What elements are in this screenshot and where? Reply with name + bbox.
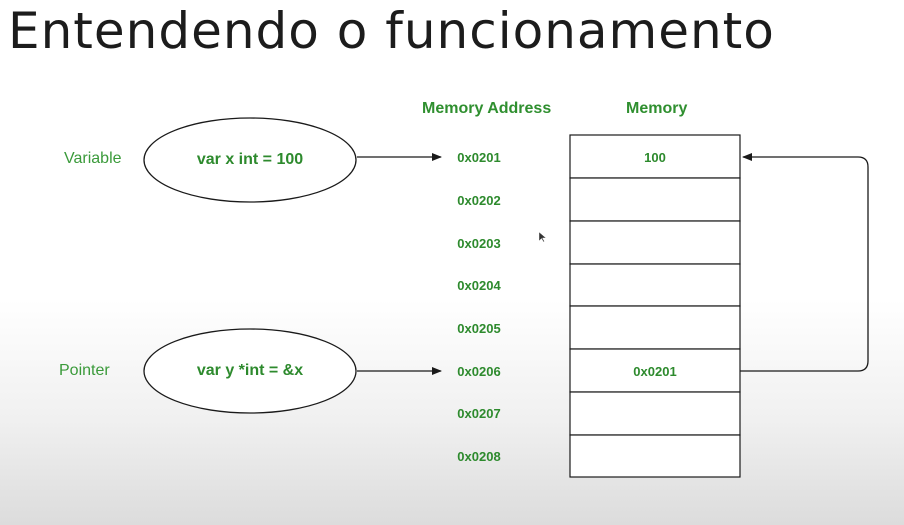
- address-label: 0x0203: [457, 236, 501, 251]
- memory-table: [569, 134, 741, 478]
- memory-header: Memory: [626, 100, 688, 117]
- address-label: 0x0204: [457, 278, 501, 293]
- variable-label: Variable: [64, 150, 122, 167]
- memory-cell: [569, 134, 741, 179]
- address-label: 0x0201: [457, 150, 501, 165]
- memory-address-header: Memory Address: [422, 100, 552, 117]
- memory-cell: [569, 391, 741, 436]
- pointer-reference-arrow: [740, 153, 869, 372]
- address-label: 0x0202: [457, 193, 501, 208]
- memory-cell: [569, 434, 741, 478]
- pointer-label: Pointer: [59, 362, 110, 379]
- memory-cell: [569, 220, 741, 265]
- address-label: 0x0207: [457, 406, 501, 421]
- address-label: 0x0208: [457, 449, 501, 464]
- memory-cell: [569, 305, 741, 350]
- memory-cell: [569, 263, 741, 307]
- pointer-ellipse: [143, 328, 357, 414]
- address-label: 0x0206: [457, 364, 501, 379]
- variable-code: var x int = 100: [196, 151, 304, 168]
- memory-value: 100: [644, 150, 666, 165]
- memory-cell: [569, 177, 741, 222]
- memory-value: 0x0201: [633, 364, 677, 379]
- mouse-cursor-icon: [538, 231, 547, 243]
- pointer-code: var y *int = &x: [196, 362, 304, 379]
- slide-title: Entendendo o funcionamento: [8, 2, 775, 60]
- address-label: 0x0205: [457, 321, 501, 336]
- variable-ellipse: [143, 117, 357, 203]
